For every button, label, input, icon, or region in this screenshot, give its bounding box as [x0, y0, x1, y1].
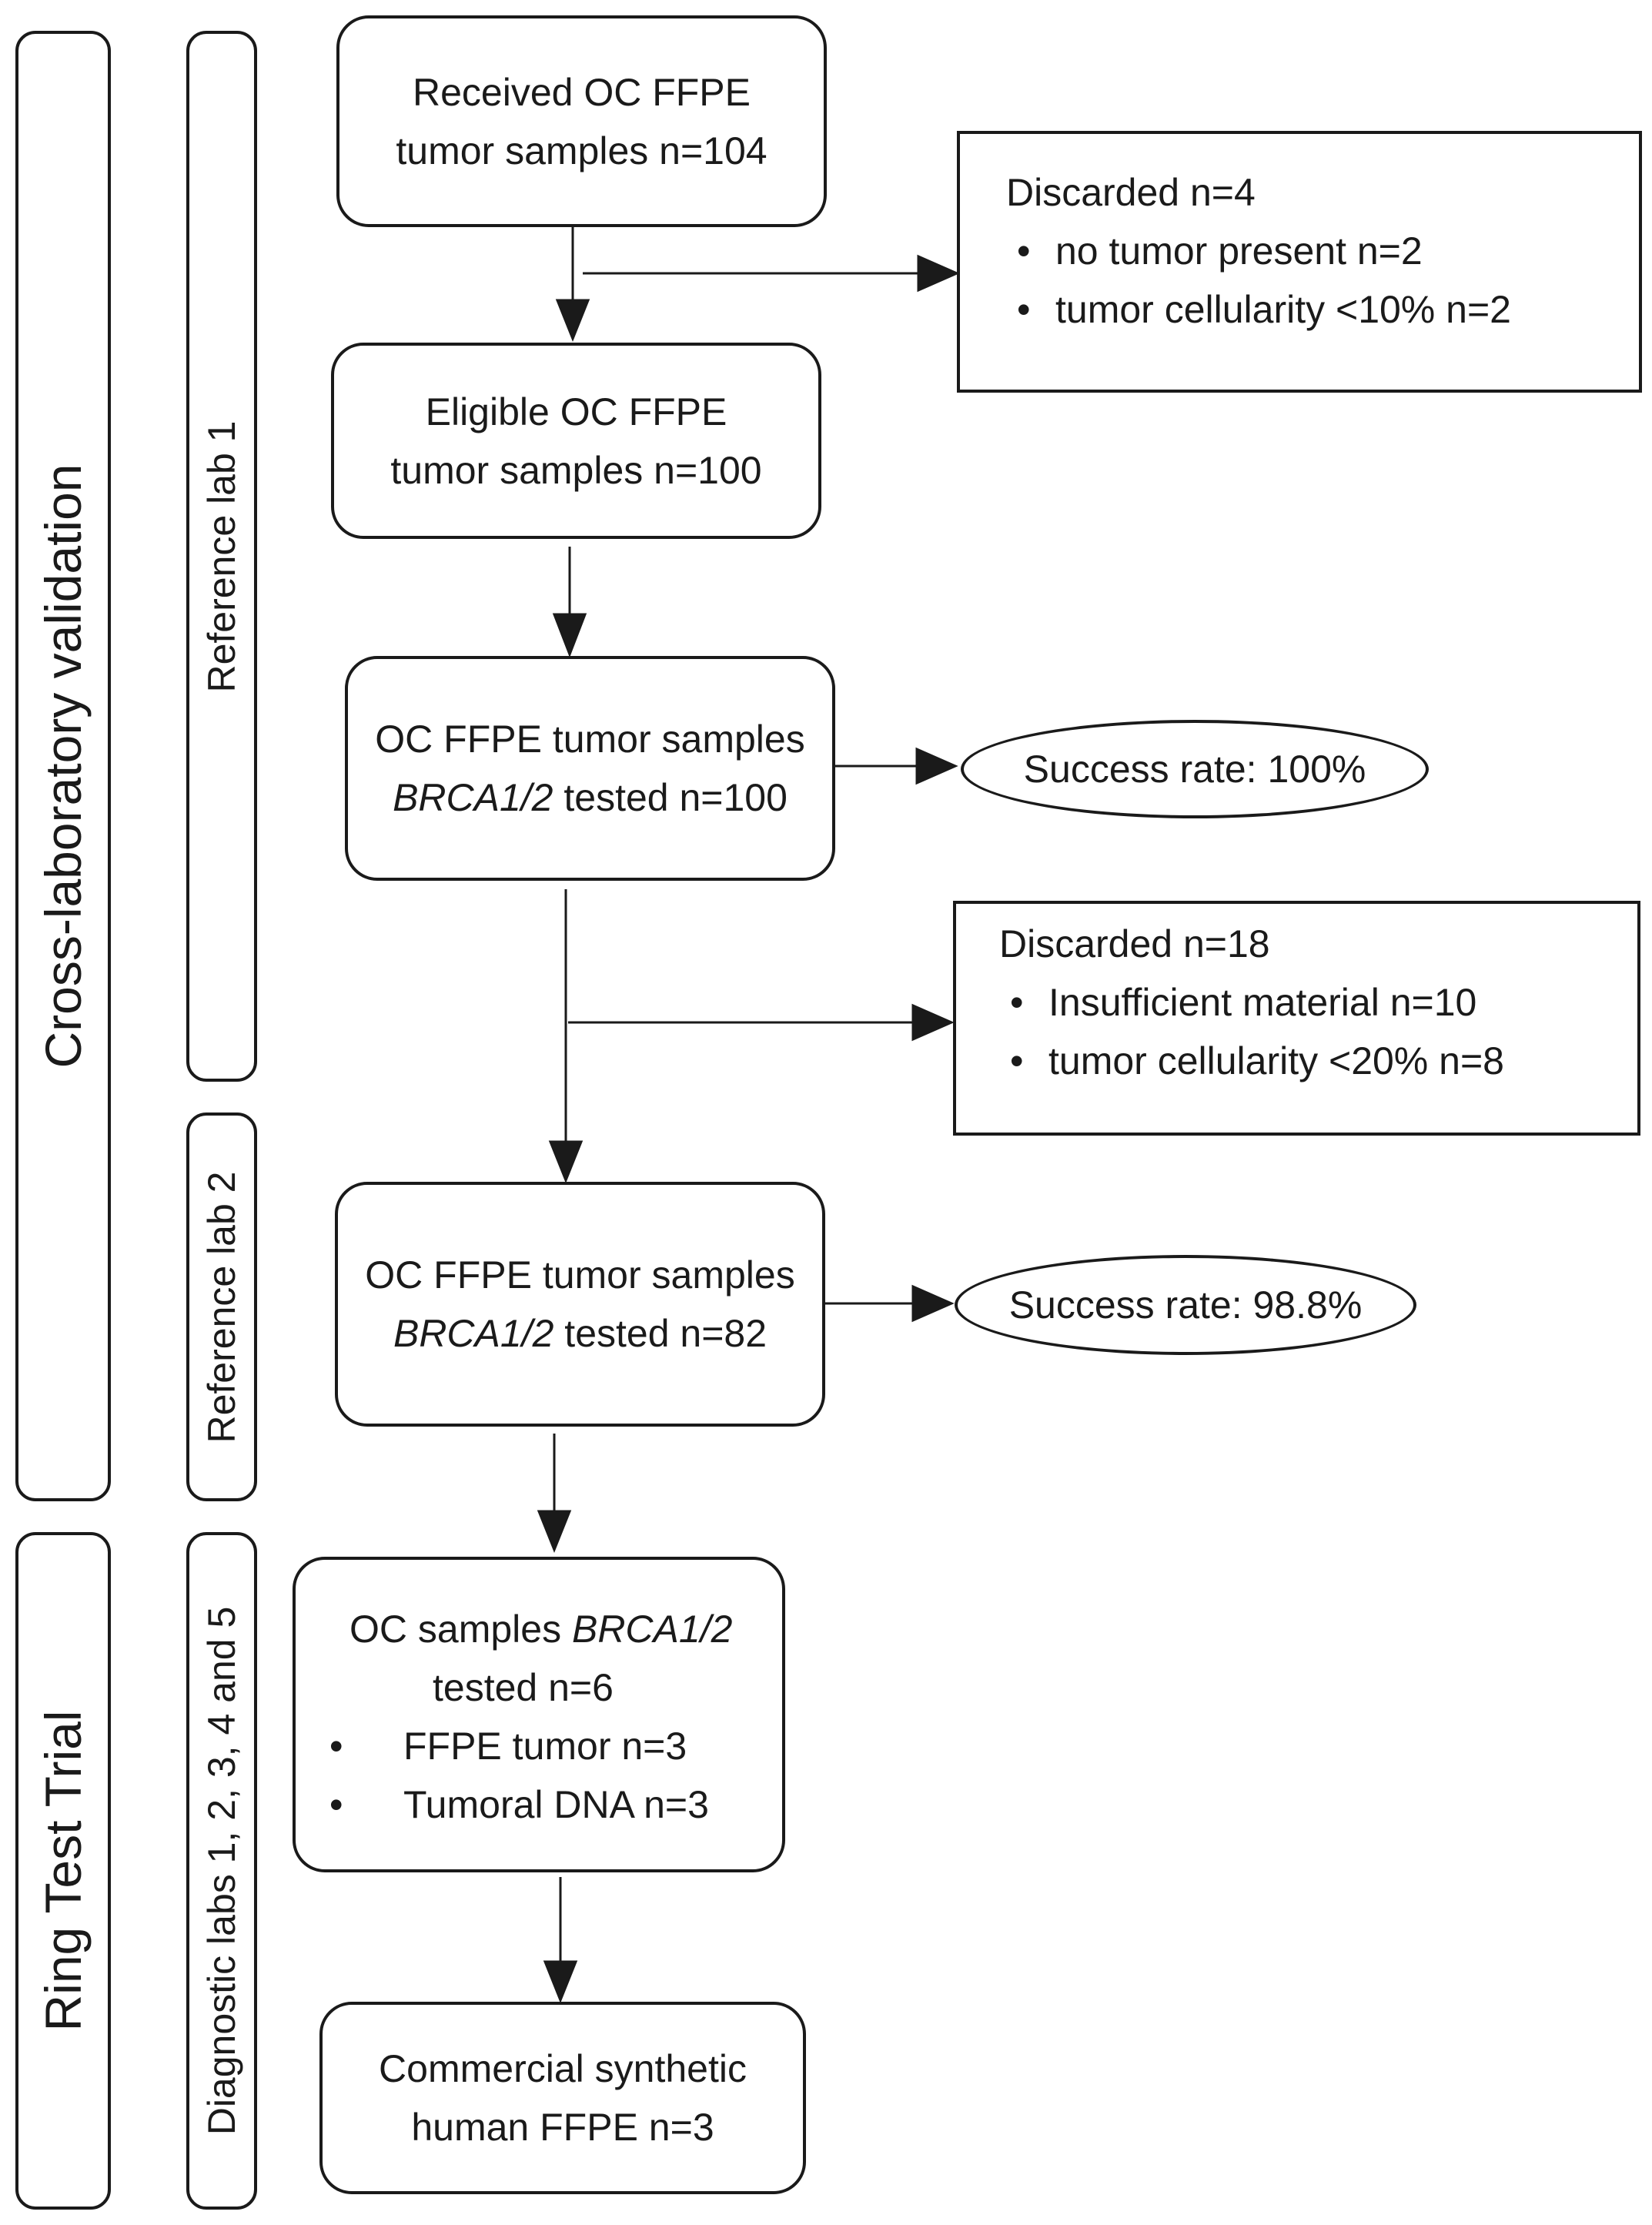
node-ring-test-line1: OC samples BRCA1/2: [334, 1600, 782, 1658]
node-eligible: Eligible OC FFPE tumor samples n=100: [331, 343, 821, 539]
node-ring-test-pre: OC samples: [349, 1608, 572, 1651]
node-tested-ref2-line2: BRCA1/2 tested n=82: [393, 1304, 767, 1363]
lab-reference-2-box: Reference lab 2: [186, 1112, 257, 1501]
node-ring-test: OC samples BRCA1/2 tested n=6 FFPE tumor…: [293, 1557, 785, 1872]
node-discarded-2-list: Insufficient material n=10 tumor cellula…: [999, 973, 1637, 1090]
lab-diagnostic-box: Diagnostic labs 1, 2, 3, 4 and 5: [186, 1532, 257, 2210]
node-ring-test-list: FFPE tumor n=3 Tumoral DNA n=3: [319, 1717, 782, 1834]
arrowhead-eligible: [555, 299, 590, 343]
node-discarded-2-item: Insufficient material n=10: [999, 973, 1637, 1032]
phase-cross-lab-box: Cross-laboratory validation: [15, 31, 111, 1501]
arrowhead-discarded-1: [917, 254, 960, 293]
node-discarded-2-title: Discarded n=18: [999, 922, 1270, 965]
arrowhead-ring: [537, 1510, 572, 1554]
gene-label: BRCA1/2: [393, 776, 553, 819]
node-ring-test-line2: tested n=6: [433, 1666, 614, 1709]
arrowhead-discarded-2: [911, 1003, 955, 1042]
node-discarded-1: Discarded n=4 no tumor present n=2 tumor…: [957, 131, 1642, 393]
node-discarded-2: Discarded n=18 Insufficient material n=1…: [953, 901, 1640, 1136]
node-tested-ref1-line2: BRCA1/2 tested n=100: [393, 768, 788, 827]
node-eligible-line1: Eligible OC FFPE: [425, 390, 727, 433]
node-success-2-label: Success rate: 98.8%: [1008, 1283, 1363, 1327]
node-ring-test-item: FFPE tumor n=3: [319, 1717, 782, 1775]
node-discarded-1-item: no tumor present n=2: [1006, 222, 1639, 280]
node-commercial-line2: human FFPE n=3: [411, 2106, 714, 2149]
node-received-line1: Received OC FFPE: [412, 70, 751, 114]
arrowhead-success-2: [911, 1284, 955, 1323]
gene-label: BRCA1/2: [571, 1608, 733, 1651]
arrowhead-tested1: [552, 613, 587, 658]
gene-label: BRCA1/2: [393, 1312, 554, 1355]
node-success-1: Success rate: 100%: [961, 720, 1429, 818]
node-tested-ref1: OC FFPE tumor samples BRCA1/2 tested n=1…: [345, 656, 835, 881]
arrowhead-success-1: [915, 747, 958, 785]
node-received: Received OC FFPE tumor samples n=104: [336, 15, 827, 227]
node-discarded-1-list: no tumor present n=2 tumor cellularity <…: [1006, 222, 1639, 339]
node-commercial-line1: Commercial synthetic: [379, 2047, 747, 2090]
node-tested-ref2-line1: OC FFPE tumor samples: [365, 1253, 795, 1297]
node-discarded-1-title: Discarded n=4: [1006, 171, 1256, 214]
arrowhead-tested2: [548, 1140, 584, 1184]
node-success-2: Success rate: 98.8%: [955, 1255, 1416, 1355]
node-tested-ref2: OC FFPE tumor samples BRCA1/2 tested n=8…: [335, 1182, 825, 1427]
lab-reference-1-box: Reference lab 1: [186, 31, 257, 1082]
node-ring-test-item: Tumoral DNA n=3: [319, 1775, 782, 1834]
node-eligible-line2: tumor samples n=100: [390, 448, 762, 492]
node-tested-ref1-line1: OC FFPE tumor samples: [375, 718, 805, 761]
node-tested-ref1-rest: tested n=100: [553, 776, 788, 819]
node-success-1-label: Success rate: 100%: [1023, 748, 1366, 791]
node-received-line2: tumor samples n=104: [396, 129, 767, 172]
node-commercial: Commercial synthetic human FFPE n=3: [319, 2002, 806, 2194]
node-tested-ref2-rest: tested n=82: [553, 1312, 767, 1355]
node-discarded-1-item: tumor cellularity <10% n=2: [1006, 280, 1639, 339]
phase-ring-test-box: Ring Test Trial: [15, 1532, 111, 2210]
node-discarded-2-item: tumor cellularity <20% n=8: [999, 1032, 1637, 1090]
arrowhead-commercial: [543, 1960, 578, 2004]
